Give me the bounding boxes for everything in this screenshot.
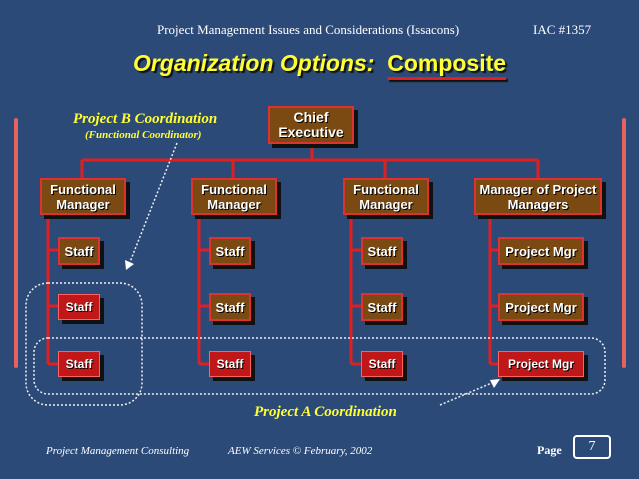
left-edge-decoration: [14, 118, 18, 368]
column-4-head: Manager of Project Managers: [474, 178, 602, 215]
project-b-label: Project B Coordination: [73, 111, 218, 127]
col1-staff-2: Staff: [58, 294, 100, 320]
title-emphasis: Composite: [387, 50, 507, 76]
column-1-head: Functional Manager: [40, 178, 126, 215]
chief-executive-box: Chief Executive: [268, 106, 354, 144]
project-a-label: Project A Coordination: [254, 404, 397, 420]
col2-staff-1: Staff: [209, 237, 251, 265]
col2-staff-3: Staff: [209, 351, 251, 377]
column-3-head: Functional Manager: [343, 178, 429, 215]
col3-staff-2: Staff: [361, 293, 403, 321]
footer-left: Project Management Consulting: [46, 445, 190, 457]
title-prefix: Organization Options:: [132, 50, 375, 76]
page-title: Organization Options: Composite: [0, 50, 639, 77]
column-2-head: Functional Manager: [191, 178, 277, 215]
project-b-sublabel: (Functional Coordinator): [85, 129, 202, 141]
col3-staff-1: Staff: [361, 237, 403, 265]
col1-staff-3: Staff: [58, 351, 100, 377]
col4-project-mgr-2: Project Mgr: [498, 293, 584, 321]
footer-center: AEW Services © February, 2002: [228, 445, 373, 457]
right-edge-decoration: [622, 118, 626, 368]
page-number: 7: [573, 435, 611, 459]
project-a-outline: [33, 337, 606, 395]
col1-staff-1: Staff: [58, 237, 100, 265]
col2-staff-2: Staff: [209, 293, 251, 321]
project-b-outline: [25, 282, 143, 406]
col3-staff-3: Staff: [361, 351, 403, 377]
col4-project-mgr-1: Project Mgr: [498, 237, 584, 265]
header-course: Project Management Issues and Considerat…: [157, 22, 460, 37]
col4-project-mgr-3: Project Mgr: [498, 351, 584, 377]
page-label: Page: [537, 443, 562, 457]
header-course-id: IAC #1357: [533, 22, 592, 37]
